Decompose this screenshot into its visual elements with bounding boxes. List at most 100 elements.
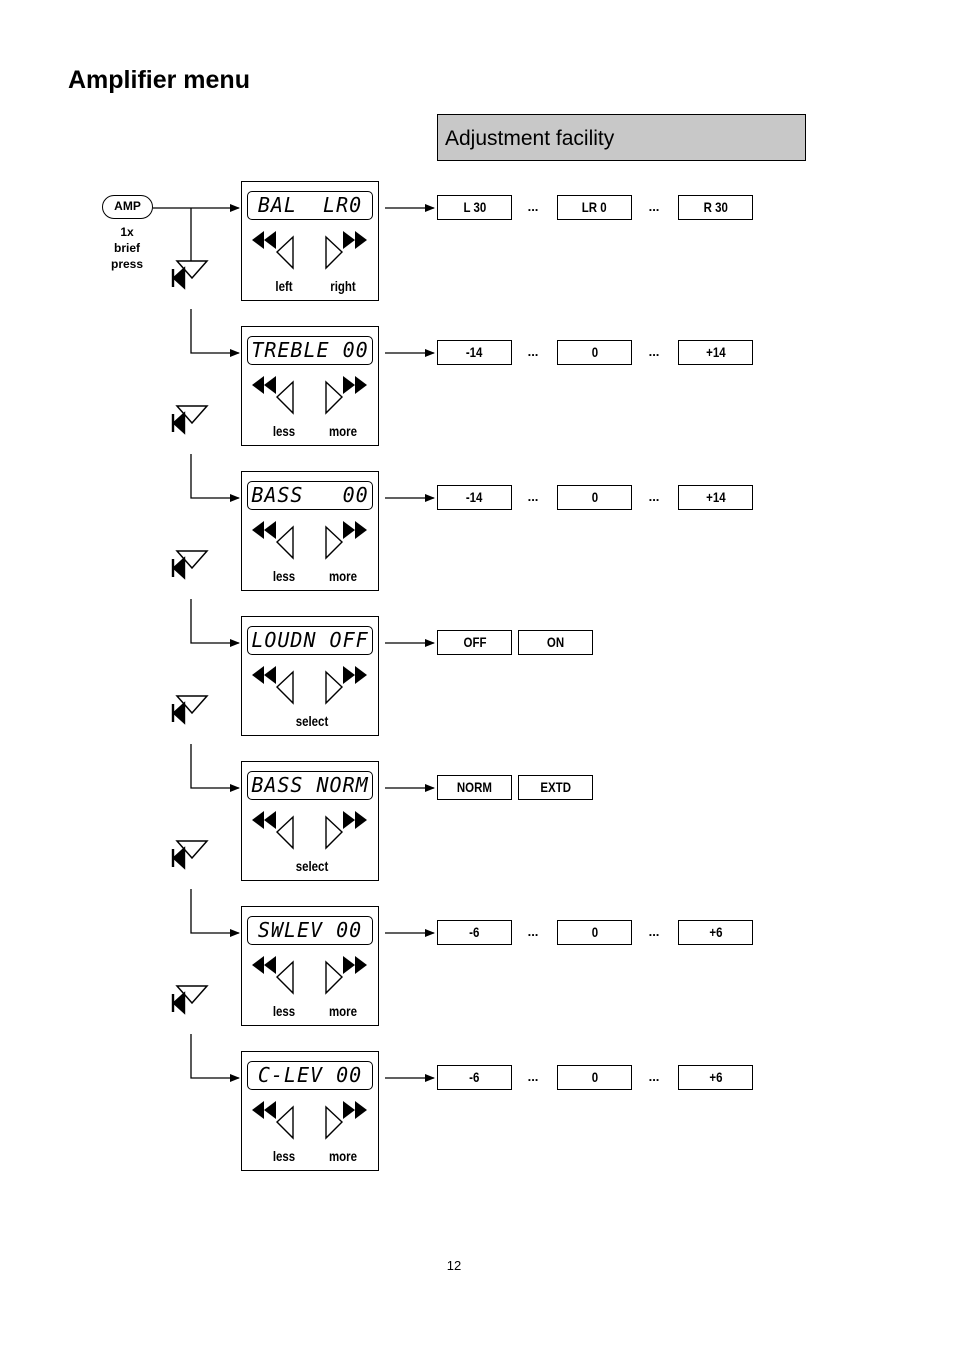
page-number: 12: [446, 1258, 462, 1273]
amp-button[interactable]: AMP: [102, 195, 153, 219]
control-buttons[interactable]: [242, 371, 380, 426]
press-duration: brief: [113, 241, 140, 255]
menu-item-4: BASS NORM select: [241, 761, 379, 881]
option-box: -14: [437, 485, 512, 510]
next-down-key-icon: [171, 985, 209, 1015]
option-box: -6: [437, 920, 512, 945]
control-buttons-graphic: [252, 811, 367, 850]
next-down-key-icon: [171, 260, 209, 290]
next-down-key-icon: [171, 550, 209, 580]
increase-label: more: [328, 423, 358, 439]
fast-forward-icon: [343, 1101, 367, 1119]
increase-label: more: [328, 1003, 358, 1019]
rewind-icon: [252, 376, 276, 394]
range-ellipsis: ...: [648, 489, 660, 504]
option-box: +14: [678, 340, 753, 365]
right-triangle-icon: [325, 815, 344, 850]
range-ellipsis: ...: [648, 1069, 660, 1084]
right-triangle-icon: [325, 670, 344, 705]
control-buttons[interactable]: [242, 1096, 380, 1151]
right-triangle-icon: [325, 1105, 344, 1140]
decrease-label: less: [272, 423, 296, 439]
next-down-key-icon: [171, 695, 209, 725]
control-buttons-graphic: [252, 521, 367, 560]
lcd-display: TREBLE 00: [247, 336, 373, 365]
control-buttons-graphic: [252, 231, 367, 270]
next-down-key-icon: [171, 840, 209, 870]
left-triangle-icon: [275, 1105, 294, 1140]
flow-arrow: [190, 599, 240, 647]
range-ellipsis: ...: [527, 924, 539, 939]
increase-label: right: [330, 278, 356, 294]
press-instruction: 1x brief press: [101, 224, 153, 272]
option-box: L 30: [437, 195, 512, 220]
option-box: NORM: [437, 775, 512, 800]
rewind-icon: [252, 666, 276, 684]
option-box: 0: [557, 1065, 632, 1090]
decrease-label: less: [272, 1003, 296, 1019]
right-triangle-icon: [325, 960, 344, 995]
select-label: select: [295, 713, 329, 729]
left-triangle-icon: [275, 815, 294, 850]
option-box: R 30: [678, 195, 753, 220]
option-box: +6: [678, 920, 753, 945]
decrease-label: less: [272, 1148, 296, 1164]
decrease-label: left: [275, 278, 293, 294]
option-box: +6: [678, 1065, 753, 1090]
increase-label: more: [328, 1148, 358, 1164]
range-ellipsis: ...: [527, 344, 539, 359]
option-box: 0: [557, 340, 632, 365]
control-buttons-graphic: [252, 956, 367, 995]
adjustment-facility-header: Adjustment facility: [437, 114, 806, 161]
right-triangle-icon: [325, 525, 344, 560]
range-ellipsis: ...: [527, 1069, 539, 1084]
menu-item-0: BAL LR0 left right: [241, 181, 379, 301]
lcd-display: C-LEV 00: [247, 1061, 373, 1090]
rewind-icon: [252, 1101, 276, 1119]
right-triangle-icon: [325, 380, 344, 415]
fast-forward-icon: [343, 521, 367, 539]
press-count: 1x: [120, 225, 134, 239]
range-ellipsis: ...: [648, 924, 660, 939]
lcd-display: BAL LR0: [247, 191, 373, 220]
control-buttons[interactable]: [242, 806, 380, 861]
control-buttons[interactable]: [242, 516, 380, 571]
option-box: +14: [678, 485, 753, 510]
option-box: EXTD: [518, 775, 593, 800]
left-triangle-icon: [275, 380, 294, 415]
select-label: select: [295, 858, 329, 874]
range-ellipsis: ...: [648, 199, 660, 214]
flow-arrow: [190, 309, 240, 357]
option-box: 0: [557, 920, 632, 945]
lcd-display: SWLEV 00: [247, 916, 373, 945]
left-triangle-icon: [275, 670, 294, 705]
rewind-icon: [252, 521, 276, 539]
menu-item-1: TREBLE 00 less more: [241, 326, 379, 446]
option-box: LR 0: [557, 195, 632, 220]
control-buttons[interactable]: [242, 951, 380, 1006]
flow-arrow: [190, 889, 240, 937]
press-action: press: [110, 257, 144, 271]
range-ellipsis: ...: [648, 344, 660, 359]
decrease-label: less: [272, 568, 296, 584]
fast-forward-icon: [343, 376, 367, 394]
left-triangle-icon: [275, 525, 294, 560]
control-buttons[interactable]: [242, 661, 380, 716]
control-buttons[interactable]: [242, 226, 380, 281]
lcd-display: BASS NORM: [247, 771, 373, 800]
option-box: OFF: [437, 630, 512, 655]
left-triangle-icon: [275, 960, 294, 995]
page-title: Amplifier menu: [68, 66, 250, 94]
option-box: 0: [557, 485, 632, 510]
fast-forward-icon: [343, 666, 367, 684]
flow-arrow: [190, 1034, 240, 1082]
control-buttons-graphic: [252, 666, 367, 705]
rewind-icon: [252, 811, 276, 829]
left-triangle-icon: [275, 235, 294, 270]
fast-forward-icon: [343, 956, 367, 974]
control-buttons-graphic: [252, 1101, 367, 1140]
fast-forward-icon: [343, 811, 367, 829]
